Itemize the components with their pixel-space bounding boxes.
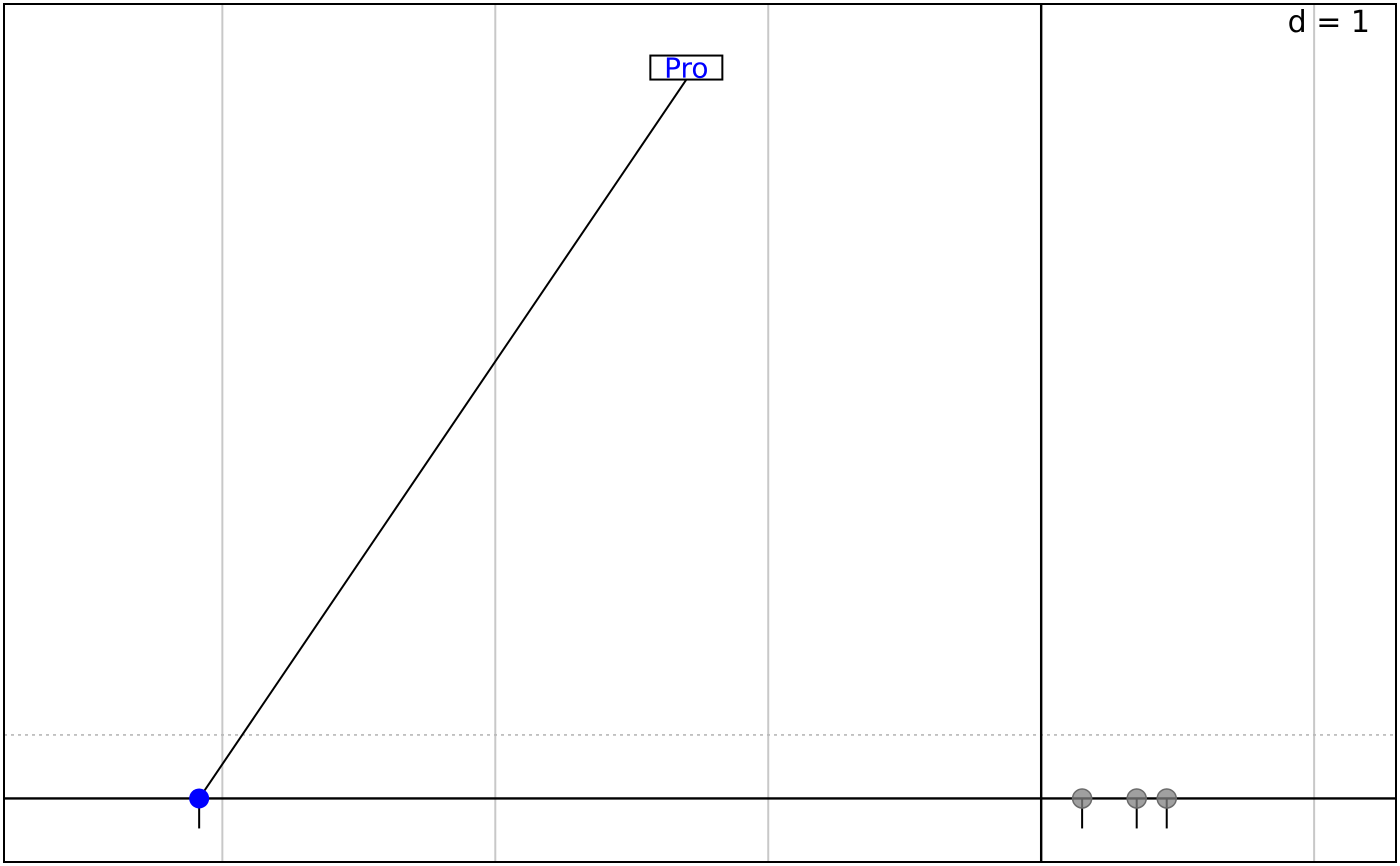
- grid: [4, 4, 1396, 862]
- plot-frame: [3, 3, 1397, 863]
- point-label-0: Pro: [664, 52, 708, 85]
- point-leader-0: [198, 78, 688, 800]
- corner-label: d = 1: [1288, 5, 1370, 40]
- data-point-2: [1126, 788, 1147, 809]
- labels: Pro: [649, 52, 724, 85]
- point-label-box-0: [649, 54, 724, 81]
- stems: [198, 798, 1168, 829]
- axes: [4, 4, 1396, 862]
- leaders: [198, 78, 688, 800]
- data-point-0: [189, 788, 210, 809]
- points: [189, 788, 1177, 809]
- data-point-1: [1071, 788, 1093, 809]
- data-point-3: [1156, 788, 1177, 809]
